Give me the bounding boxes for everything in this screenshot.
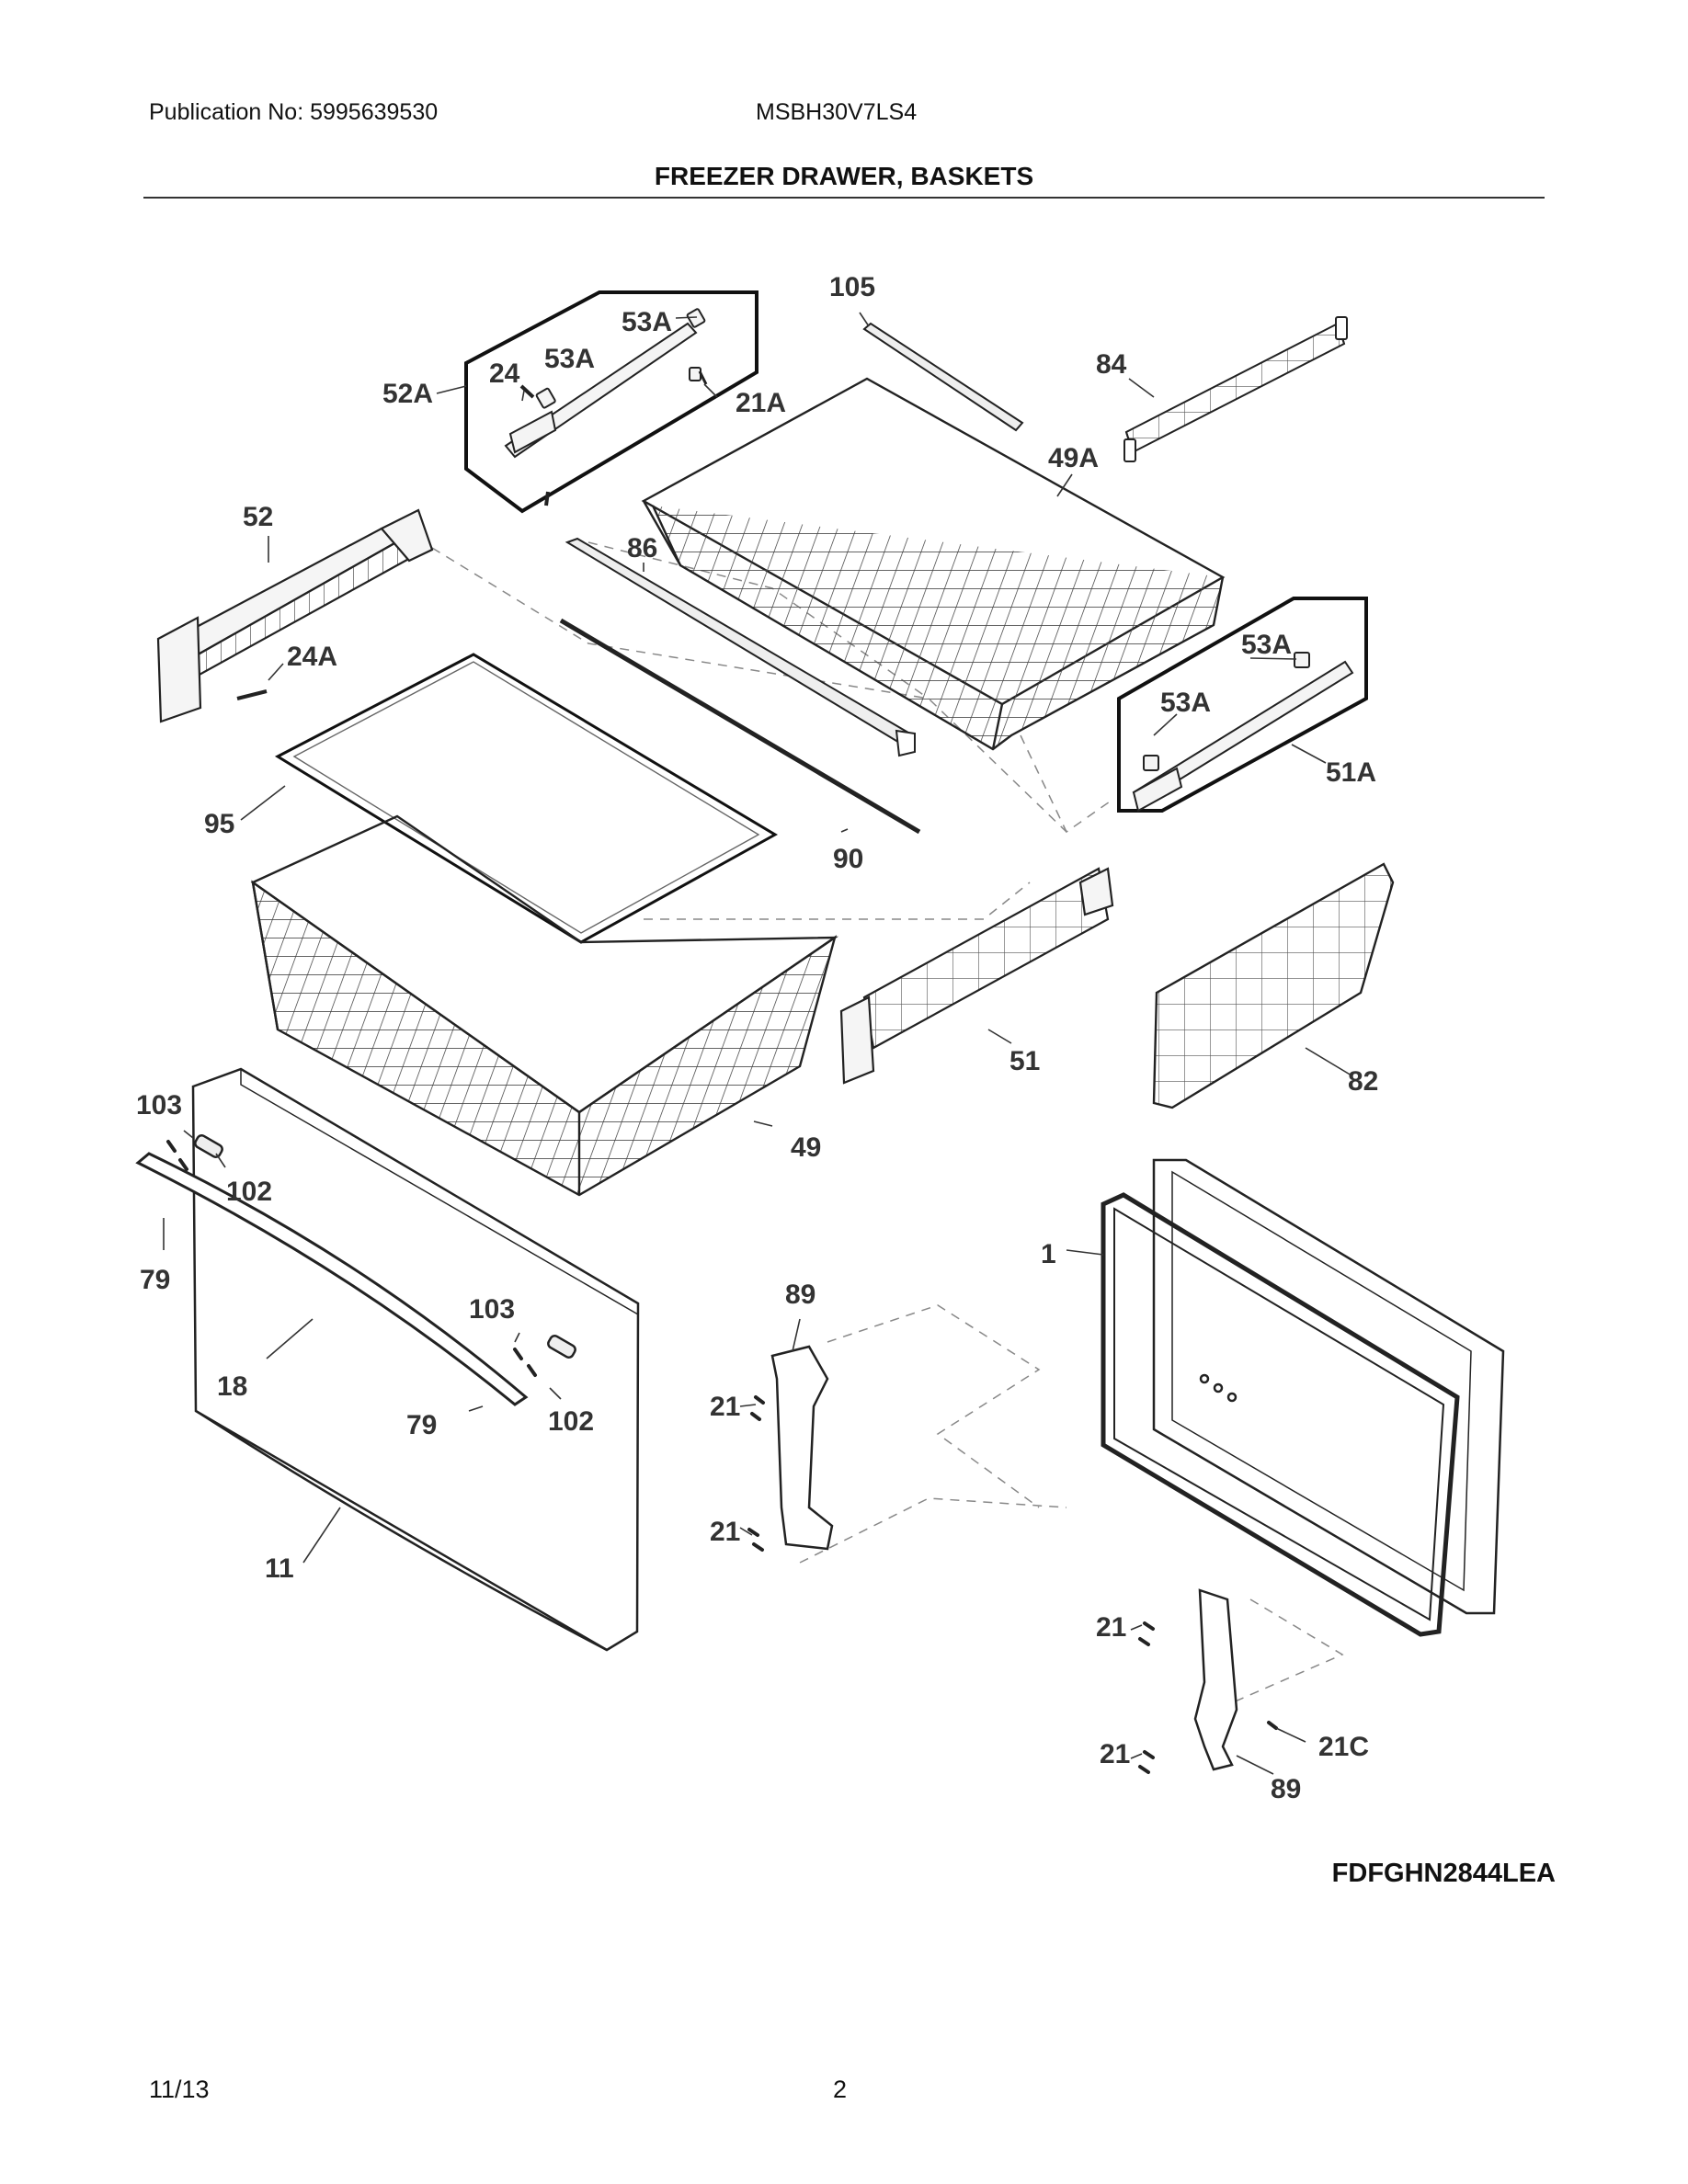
- bar-86-bracket: [895, 729, 916, 757]
- callout-84: 84: [1096, 349, 1127, 380]
- title-rule: [143, 197, 1545, 199]
- callout-1: 1: [1041, 1239, 1056, 1269]
- callout-21: 21: [710, 1392, 740, 1422]
- callout-103: 103: [469, 1294, 515, 1325]
- callout-102: 102: [548, 1406, 594, 1437]
- callout-21: 21: [710, 1517, 740, 1547]
- callout-21: 21: [1096, 1612, 1126, 1643]
- callout-24: 24: [489, 358, 520, 389]
- callout-51a: 51A: [1326, 757, 1376, 788]
- callout-86: 86: [627, 533, 657, 563]
- inset-box-52a: [464, 290, 758, 514]
- page-title: FREEZER DRAWER, BASKETS: [654, 162, 1034, 190]
- strip-105: [862, 322, 1024, 432]
- callout-95: 95: [204, 809, 234, 839]
- callout-51: 51: [1009, 1046, 1040, 1076]
- diagram-code: FDFGHN2844LEA: [1331, 1859, 1556, 1888]
- callout-89: 89: [1271, 1774, 1301, 1804]
- inset-box-51a: [1117, 597, 1368, 813]
- callout-102: 102: [226, 1177, 272, 1207]
- door-liner-1: [1101, 1158, 1505, 1637]
- callout-82: 82: [1348, 1066, 1378, 1097]
- publication-number: Publication No: 5995639530: [149, 99, 439, 125]
- callout-49a: 49A: [1048, 443, 1099, 473]
- wire-basket-49a: [641, 377, 1226, 751]
- callout-24a: 24A: [287, 642, 337, 672]
- page-number: 2: [833, 2076, 848, 2103]
- callout-103: 103: [136, 1090, 182, 1120]
- callout-53a: 53A: [622, 307, 672, 337]
- callout-21: 21: [1100, 1739, 1130, 1769]
- callout-52a: 52A: [382, 379, 433, 409]
- leader-lines: [163, 312, 1352, 1775]
- handle-18: [135, 1152, 529, 1406]
- panel-84: [1123, 316, 1348, 462]
- callout-90: 90: [833, 844, 863, 874]
- slide-rail-52: [156, 508, 434, 723]
- bracket-89-upper: [770, 1345, 834, 1551]
- callout-49: 49: [791, 1132, 821, 1163]
- callout-52: 52: [243, 502, 273, 532]
- callout-53a: 53A: [1241, 630, 1292, 660]
- callout-105: 105: [829, 272, 875, 302]
- rod-90: [559, 618, 921, 835]
- publication-date: 11/13: [149, 2076, 210, 2103]
- shelf-95: [274, 653, 779, 944]
- divider-82: [1152, 862, 1395, 1109]
- slide-rail-51: [839, 867, 1114, 1085]
- callout-labels: 105 53A 53A 24 52A 21A 84 49A 52 86 24A …: [136, 272, 1378, 1804]
- drawer-front-11: [191, 1067, 640, 1652]
- callout-21a: 21A: [736, 388, 786, 418]
- callout-11: 11: [265, 1553, 294, 1584]
- screws: [166, 1140, 1278, 1774]
- callout-18: 18: [217, 1371, 247, 1402]
- slide-rail-52a: [504, 308, 708, 506]
- callout-89: 89: [785, 1280, 815, 1310]
- callout-79: 79: [406, 1410, 437, 1440]
- callout-21c: 21C: [1318, 1732, 1369, 1762]
- callout-53a: 53A: [1160, 688, 1211, 718]
- callout-79: 79: [140, 1265, 170, 1295]
- shelf-95-edge: [292, 661, 760, 934]
- model-number: MSBH30V7LS4: [756, 99, 918, 125]
- slide-rail-51a: [1132, 652, 1354, 813]
- callout-53a: 53A: [544, 344, 595, 374]
- bracket-89-lower: [1193, 1588, 1238, 1771]
- wire-basket-49: [250, 814, 838, 1197]
